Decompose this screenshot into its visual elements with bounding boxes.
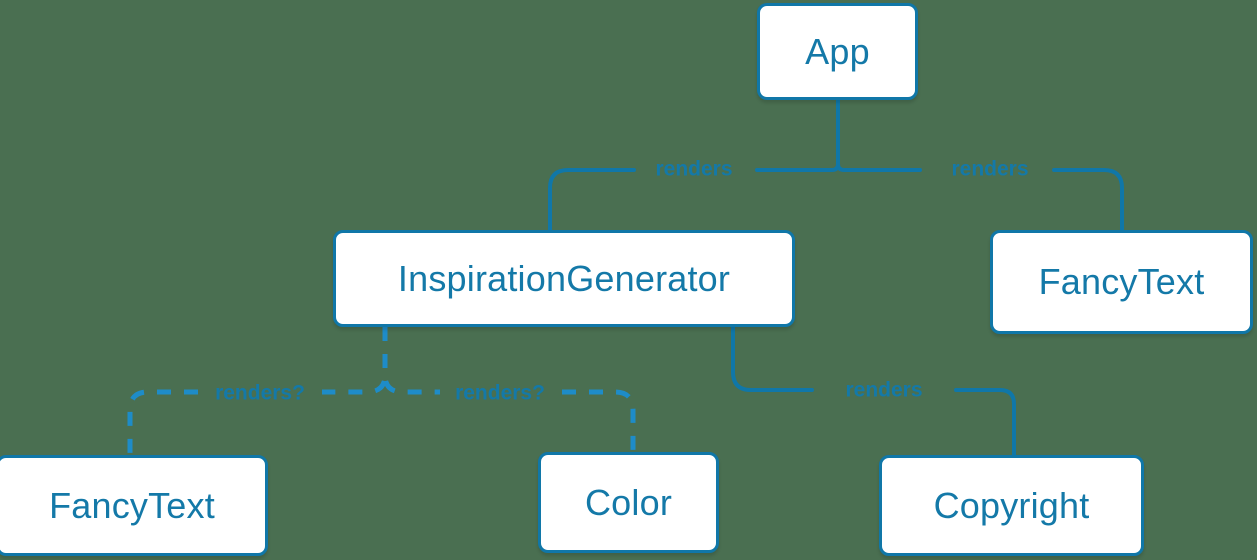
edge-inspiration-generator-to-color — [562, 389, 636, 452]
edge-label-inspiration-generator-to-color: renders? — [455, 381, 545, 405]
edge-app-to-children — [755, 98, 922, 172]
node-label-inspiration-generator: InspirationGenerator — [397, 257, 731, 299]
node-fancytext-bottom[interactable]: FancyText — [0, 455, 268, 556]
node-inspiration-generator[interactable]: InspirationGenerator — [333, 230, 795, 327]
node-label-app: App — [805, 30, 870, 72]
node-label-color: Color — [584, 481, 673, 523]
node-label-fancytext-bottom: FancyText — [49, 484, 215, 526]
edge-label-inspiration-generator-to-copyright: renders — [845, 378, 923, 402]
edge-label-inspiration-generator-to-fancytext: renders? — [215, 381, 305, 405]
node-label-copyright: Copyright — [933, 484, 1090, 526]
node-fancytext-right[interactable]: FancyText — [990, 230, 1253, 334]
edge-app-to-fancytext — [1052, 168, 1124, 234]
edge-app-to-inspiration-generator — [548, 168, 636, 232]
edge-inspiration-generator-dashed-trunk — [322, 327, 440, 395]
edge-inspiration-generator-to-copyright — [731, 325, 1016, 457]
edge-inspiration-generator-to-fancytext — [127, 389, 198, 455]
node-copyright[interactable]: Copyright — [879, 455, 1144, 556]
node-label-fancytext-right: FancyText — [1038, 261, 1205, 302]
node-app[interactable]: App — [757, 3, 918, 100]
edge-label-app-to-inspiration-generator: renders — [655, 157, 733, 181]
node-color[interactable]: Color — [538, 452, 719, 553]
edge-label-app-to-fancytext: renders — [951, 157, 1029, 181]
